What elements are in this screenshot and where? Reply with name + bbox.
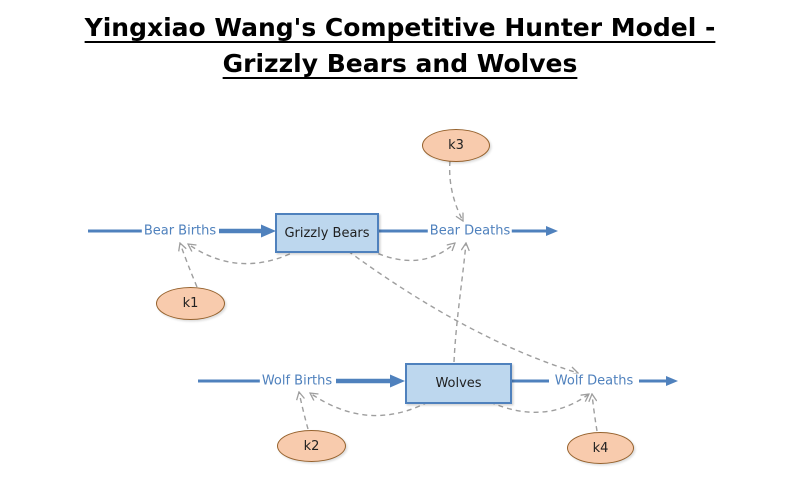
influence-grizzly-bears-to-wolf-deaths: [347, 250, 578, 373]
diagram-title: Yingxiao Wang's Competitive Hunter Model…: [0, 10, 800, 83]
influence-k4-to-wolf-deaths: [592, 394, 598, 432]
parameter-k1-label: k1: [182, 296, 199, 311]
influence-k1-to-bear-births: [180, 243, 198, 288]
stock-grizzly-bears-label: Grizzly Bears: [284, 225, 370, 241]
influence-k2-to-wolf-births: [299, 392, 309, 430]
flow-label-bear-births[interactable]: Bear Births: [141, 223, 219, 239]
parameter-k2-label: k2: [303, 438, 320, 454]
parameter-k3-label: k3: [448, 138, 464, 153]
parameter-k4-label: k4: [592, 440, 609, 456]
influence-wolves-to-bear-deaths: [453, 243, 466, 363]
influence-wolves-to-wolf-deaths: [489, 394, 589, 413]
flow-label-bear-deaths[interactable]: Bear Deaths: [427, 223, 513, 239]
parameter-k3[interactable]: k3: [422, 129, 490, 162]
parameter-k2[interactable]: k2: [277, 430, 346, 462]
title-line-2: Grizzly Bears and Wolves: [222, 49, 578, 79]
title-line-1: Yingxiao Wang's Competitive Hunter Model…: [84, 13, 716, 42]
stock-wolves-label: Wolves: [435, 376, 482, 391]
stock-wolves[interactable]: Wolves: [405, 363, 512, 404]
influence-grizzly-bears-to-bear-births: [188, 244, 299, 265]
stock-grizzly-bears[interactable]: Grizzly Bears: [275, 213, 379, 253]
flow-label-wolf-deaths[interactable]: Wolf Deaths: [552, 373, 636, 389]
influence-grizzly-bears-to-bear-deaths: [369, 243, 455, 262]
parameter-k1[interactable]: k1: [156, 287, 225, 320]
influence-wolves-to-wolf-births: [310, 393, 429, 417]
parameter-k4[interactable]: k4: [567, 432, 634, 464]
influence-k3-to-bear-deaths: [448, 160, 463, 221]
flow-label-wolf-births[interactable]: Wolf Births: [259, 373, 335, 389]
